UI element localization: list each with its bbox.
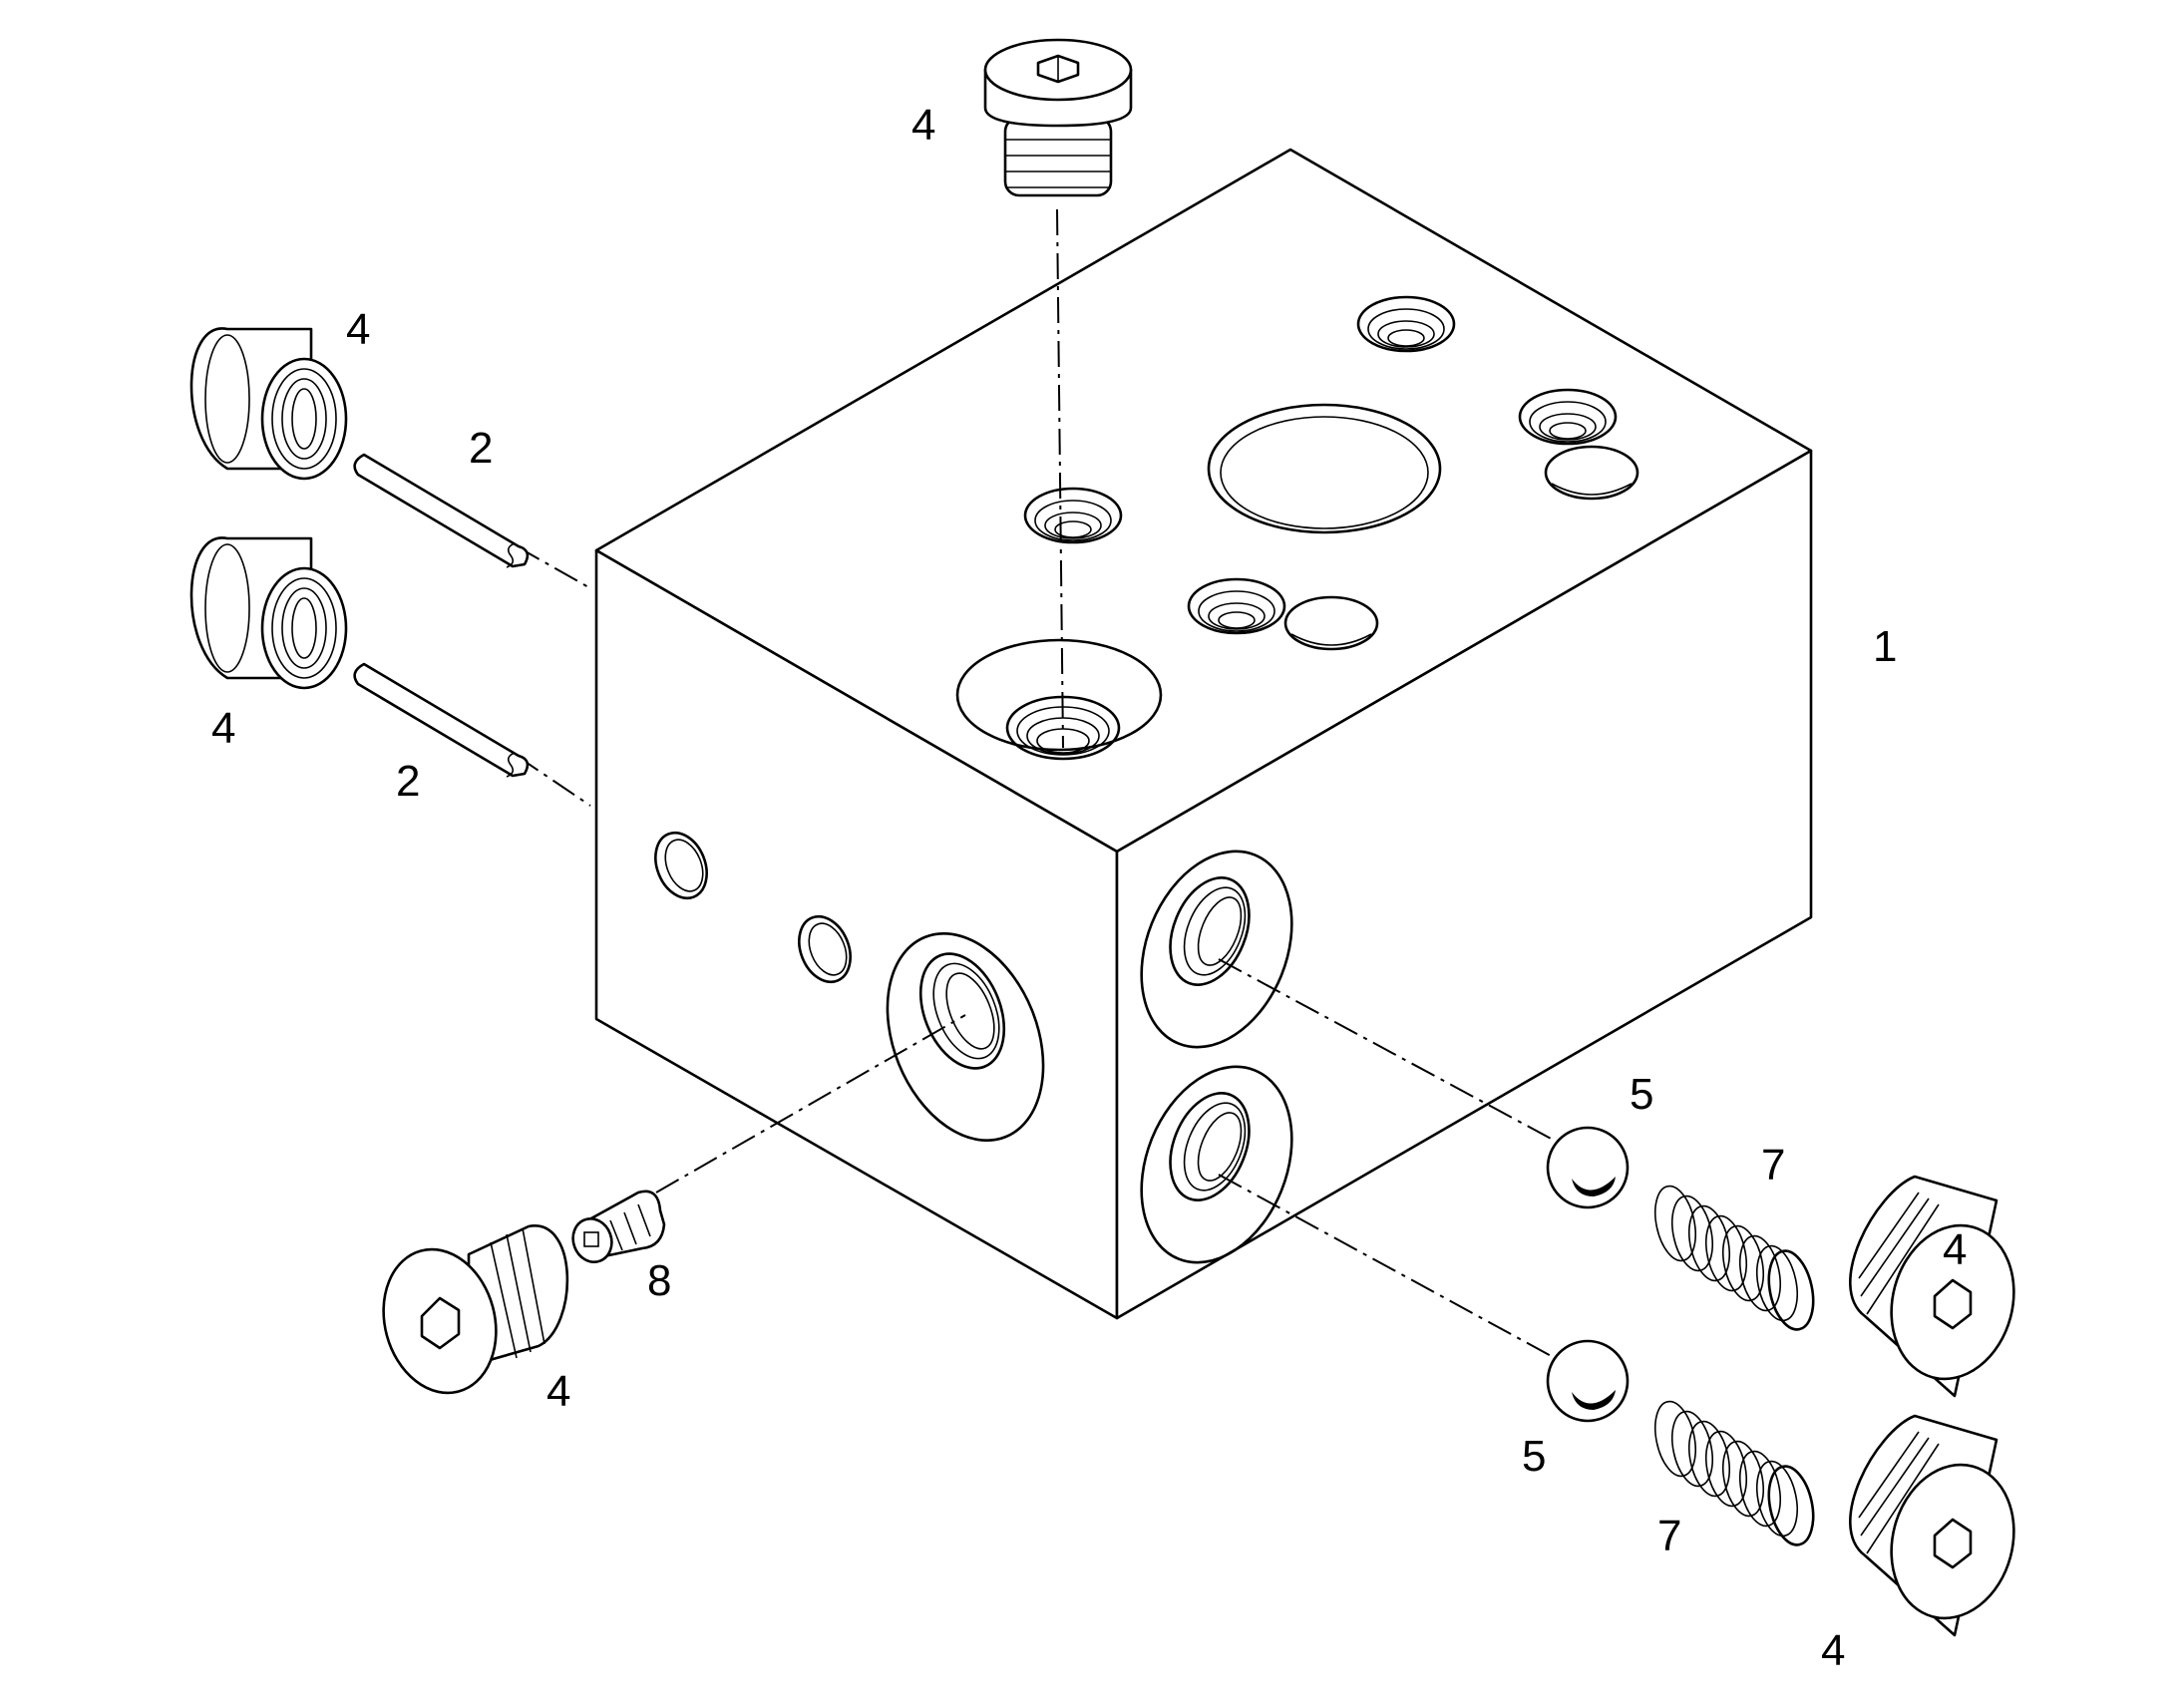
port-left-small-2	[798, 914, 852, 984]
manifold-block	[594, 148, 1813, 1320]
plug-right-upper	[1849, 1175, 2015, 1398]
plug-right-lower	[1849, 1414, 2015, 1637]
plug-left-lower	[189, 536, 348, 690]
callout-plug-right-lower: 4	[1821, 1626, 1845, 1675]
port-top-large	[1207, 403, 1442, 534]
callout-pin-upper: 2	[469, 424, 493, 473]
callout-ball-upper: 5	[1630, 1070, 1653, 1119]
port-top-threaded-3	[1356, 295, 1456, 353]
port-top-threaded-1	[1023, 487, 1123, 544]
pin-upper	[353, 453, 530, 568]
left-face-ports	[654, 831, 1045, 1143]
port-left-small-1	[654, 831, 708, 900]
ball-upper	[1546, 1126, 1630, 1209]
ball-lower	[1546, 1339, 1630, 1423]
port-top-threaded-2	[1187, 577, 1286, 635]
top-face-ports	[955, 295, 1639, 761]
port-top-threaded-4	[1518, 388, 1618, 446]
callout-plug-left-upper: 4	[346, 305, 370, 354]
callout-spring-upper: 7	[1761, 1141, 1785, 1190]
callout-plug-front: 4	[546, 1367, 570, 1416]
port-right-lower	[1140, 1065, 1293, 1264]
spring-upper	[1654, 1185, 1815, 1331]
spring-lower	[1654, 1400, 1815, 1546]
callout-set-screw: 8	[647, 1256, 671, 1305]
callout-plug-left-lower: 4	[211, 704, 235, 753]
port-top-plain-1	[1283, 595, 1379, 651]
set-screw	[571, 1190, 666, 1263]
assembly-center-lines	[516, 208, 1567, 1365]
callout-ball-lower: 5	[1522, 1432, 1546, 1481]
plug-front-left	[382, 1224, 569, 1395]
right-face-ports	[1140, 850, 1293, 1264]
callout-labels: 1 2 2 4 4 4 4 4 4 5 5 7 7 8	[211, 101, 1967, 1675]
plug-left-upper	[189, 327, 348, 481]
callout-pin-lower: 2	[396, 757, 420, 806]
plug-top	[983, 38, 1133, 197]
callout-plug-top: 4	[911, 101, 935, 150]
callout-plug-right-upper: 4	[1943, 1225, 1967, 1274]
port-top-counterbore	[955, 638, 1163, 761]
port-top-plain-2	[1544, 445, 1639, 501]
port-left-counterbore	[886, 931, 1045, 1143]
callout-spring-lower: 7	[1657, 1512, 1681, 1560]
port-right-upper	[1140, 850, 1293, 1049]
pin-lower	[353, 662, 530, 778]
callout-block: 1	[1873, 622, 1897, 671]
